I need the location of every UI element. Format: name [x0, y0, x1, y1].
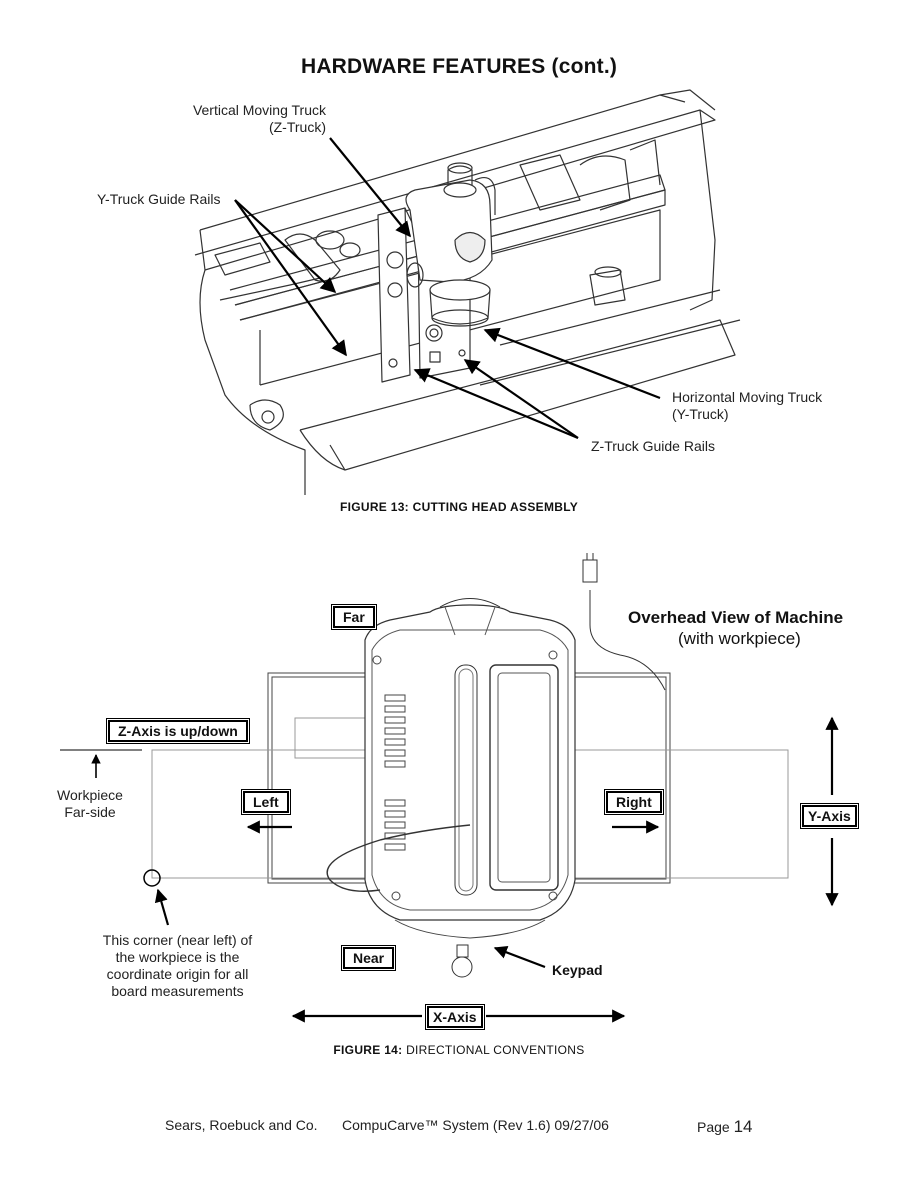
origin-line3: coordinate origin for all — [106, 966, 249, 982]
far-label: Far — [331, 604, 377, 630]
figure13-caption-label: Figure 13: — [339, 500, 409, 514]
origin-line1: This corner (near left) of — [102, 932, 253, 948]
callout-horizontal-truck-line1: Horizontal Moving Truck — [672, 389, 823, 405]
callout-z-guide-rails: Z-Truck Guide Rails — [591, 438, 715, 454]
figure14-caption-text: Directional Conventions — [406, 1043, 585, 1057]
figure13-caption: Figure 13: Cutting Head Assembly — [0, 500, 918, 514]
footer-page: Page 14 — [697, 1117, 753, 1137]
figure14-caption: Figure 14: Directional Conventions — [0, 1043, 918, 1057]
footer-page-number: 14 — [733, 1117, 753, 1136]
near-label: Near — [340, 945, 397, 971]
callout-horizontal-truck: Horizontal Moving Truck (Y-Truck) — [672, 389, 822, 423]
overhead-subtitle: (with workpiece) — [678, 629, 801, 648]
origin-line2: the workpiece is the — [115, 949, 240, 965]
keypad-label: Keypad — [552, 962, 603, 978]
overhead-title: Overhead View of Machine — [628, 608, 844, 627]
callout-horizontal-truck-line2: (Y-Truck) — [672, 406, 729, 422]
figure13-caption-text: Cutting Head Assembly — [412, 500, 579, 514]
origin-note: This corner (near left) of the workpiece… — [80, 932, 275, 1000]
x-axis-label: X-Axis — [425, 1004, 485, 1030]
workpiece-farside-label: Workpiece Far-side — [40, 787, 140, 821]
callout-vertical-truck: Vertical Moving Truck (Z-Truck) — [178, 102, 326, 136]
z-axis-label: Z-Axis is up/down — [106, 718, 250, 744]
callout-y-guide-rails: Y-Truck Guide Rails — [97, 191, 221, 207]
workpiece-line2: Far-side — [64, 804, 116, 820]
figure14-caption-label: Figure 14: — [333, 1043, 403, 1057]
origin-line4: board measurements — [111, 983, 244, 999]
left-label: Left — [241, 789, 291, 815]
footer-system: CompuCarve™ System (Rev 1.6) 09/27/06 — [342, 1117, 609, 1133]
callout-vertical-truck-line2: (Z-Truck) — [268, 119, 326, 135]
callout-vertical-truck-line1: Vertical Moving Truck — [192, 102, 326, 118]
y-axis-label: Y-Axis — [800, 803, 859, 829]
right-label: Right — [604, 789, 664, 815]
page-title: HARDWARE FEATURES (cont.) — [300, 55, 618, 78]
footer-page-label: Page — [697, 1119, 730, 1135]
workpiece-line1: Workpiece — [57, 787, 123, 803]
footer-company: Sears, Roebuck and Co. — [165, 1117, 318, 1133]
